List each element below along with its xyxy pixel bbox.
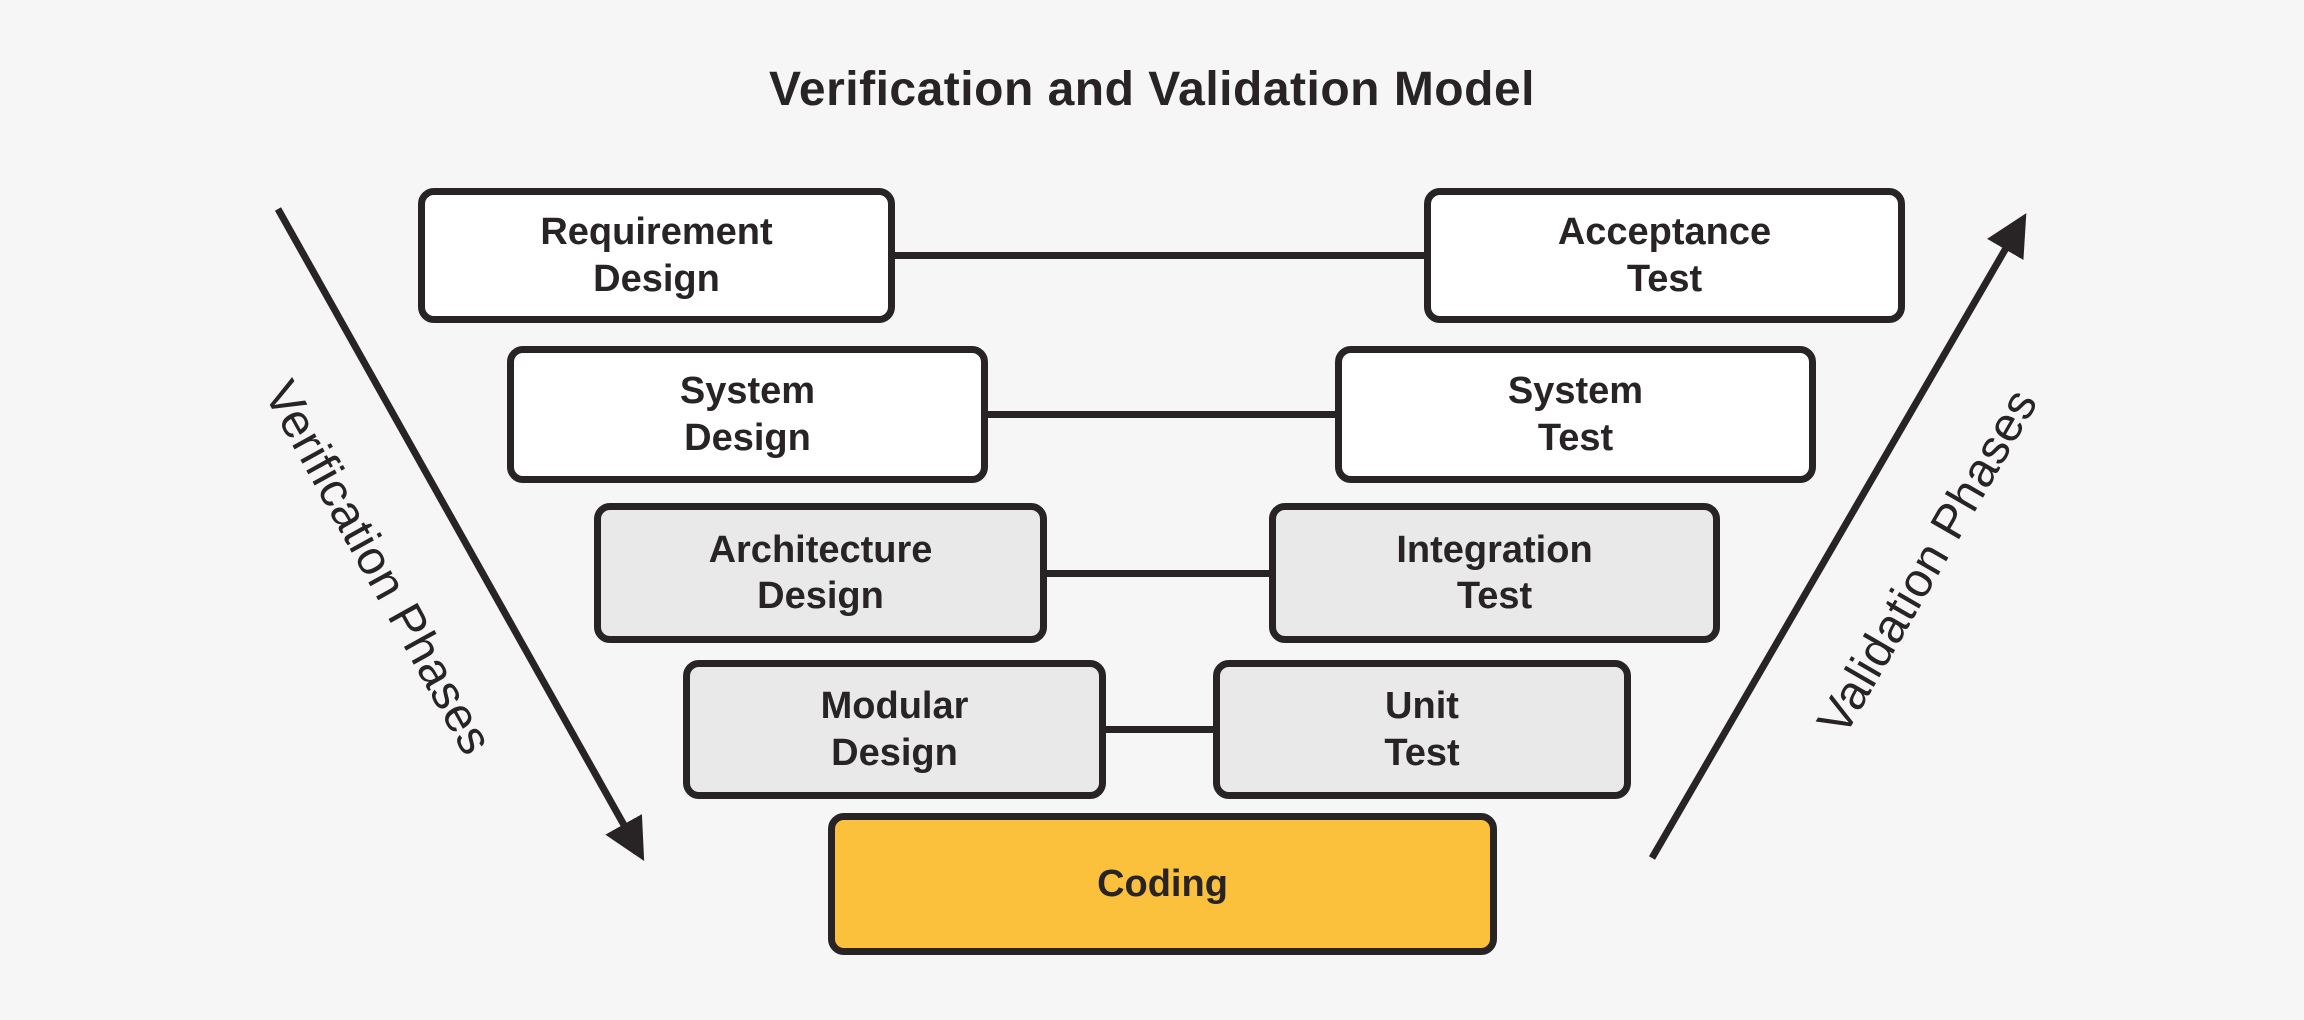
box-unit-test: Unit Test [1213,660,1631,799]
connector-system-system [988,411,1335,418]
validation-phases-label: Validation Phases [1807,380,2049,744]
verification-phases-label: Verification Phases [253,372,503,764]
connector-modular-unit [1106,726,1213,733]
box-coding: Coding [828,813,1497,955]
box-system-design: System Design [507,346,988,483]
box-acceptance-test: Acceptance Test [1424,188,1905,323]
box-system-test: System Test [1335,346,1816,483]
box-architecture-design: Architecture Design [594,503,1047,643]
connector-architecture-integration [1047,570,1269,577]
connector-requirement-acceptance [895,252,1424,259]
box-integration-test: Integration Test [1269,503,1720,643]
box-modular-design: Modular Design [683,660,1106,799]
diagram-title: Verification and Validation Model [769,63,1535,116]
box-requirement-design: Requirement Design [418,188,895,323]
